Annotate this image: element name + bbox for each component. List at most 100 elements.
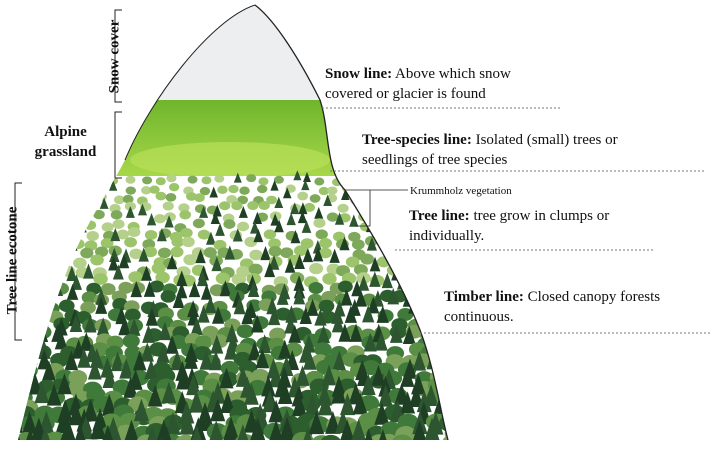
- shrub: [392, 254, 406, 266]
- shrub: [84, 439, 107, 440]
- conifer: [215, 223, 225, 236]
- shrub: [178, 203, 190, 213]
- conifer: [302, 349, 317, 370]
- conifer: [224, 245, 236, 260]
- conifer: [211, 256, 223, 272]
- shrub: [79, 214, 91, 224]
- conifer: [165, 334, 179, 354]
- conifer: [411, 373, 426, 395]
- shrub: [269, 327, 286, 342]
- conifer: [200, 283, 213, 300]
- conifer: [137, 203, 148, 216]
- shrub: [197, 229, 211, 240]
- shrub: [149, 185, 160, 194]
- conifer: [358, 275, 370, 291]
- conifer: [90, 348, 104, 368]
- conifer: [204, 296, 217, 314]
- shrub: [303, 202, 316, 212]
- conifer: [276, 288, 289, 305]
- shrub: [50, 177, 61, 186]
- conifer: [314, 308, 327, 326]
- shrub: [451, 335, 468, 349]
- conifer: [329, 248, 340, 263]
- shrub: [427, 442, 449, 453]
- conifer: [266, 297, 279, 315]
- shrub: [37, 201, 49, 211]
- shrub: [273, 175, 284, 184]
- conifer: [285, 305, 298, 323]
- term: Snow line:: [325, 66, 393, 82]
- conifer: [28, 373, 43, 395]
- conifer: [449, 391, 464, 413]
- conifer: [132, 350, 147, 371]
- conifer: [369, 271, 381, 287]
- conifer: [18, 418, 20, 440]
- shrub: [382, 174, 393, 183]
- conifer: [37, 339, 51, 359]
- shrub: [19, 355, 38, 371]
- shrub: [219, 201, 231, 211]
- conifer: [123, 419, 140, 440]
- conifer: [211, 306, 225, 324]
- conifer: [140, 342, 154, 362]
- conifer: [402, 265, 414, 281]
- shrub: [162, 201, 174, 211]
- shrub: [41, 187, 52, 196]
- conifer: [400, 391, 416, 414]
- shrub: [338, 440, 360, 453]
- conifer: [172, 291, 185, 308]
- conifer: [205, 231, 216, 245]
- shrub: [192, 218, 205, 229]
- shrub: [326, 212, 339, 222]
- conifer: [161, 381, 177, 404]
- shrub: [297, 191, 309, 201]
- shrub: [20, 284, 35, 297]
- conifer: [144, 425, 161, 440]
- shrub: [345, 256, 360, 268]
- conifer: [145, 308, 159, 326]
- conifer: [452, 386, 467, 408]
- shrub: [385, 220, 398, 230]
- conifer: [306, 298, 319, 316]
- conifer: [156, 343, 170, 363]
- shrub: [19, 342, 38, 358]
- conifer: [274, 196, 284, 209]
- shrub: [34, 209, 47, 220]
- desc: Above which snow: [395, 66, 511, 82]
- shrub: [125, 175, 136, 184]
- conifer: [209, 186, 218, 198]
- conifer: [252, 211, 263, 225]
- conifer: [18, 333, 20, 353]
- shrub: [313, 218, 326, 228]
- conifer: [109, 180, 118, 191]
- shrub: [327, 442, 349, 453]
- desc: tree grow in clumps or: [473, 208, 610, 224]
- conifer: [95, 296, 108, 314]
- conifer: [72, 424, 89, 440]
- shrub: [419, 443, 441, 453]
- shrub: [372, 187, 384, 196]
- shrub: [360, 186, 371, 195]
- conifer: [190, 317, 204, 336]
- shrub: [432, 273, 448, 286]
- shrub: [384, 239, 398, 251]
- shrub: [18, 397, 24, 414]
- desc: Closed canopy forests: [527, 289, 661, 305]
- shrub: [22, 239, 36, 250]
- shrub: [231, 201, 243, 211]
- shrub: [78, 201, 90, 211]
- krummholz-label: Krummholz vegetation: [410, 185, 512, 197]
- conifer: [179, 400, 195, 424]
- conifer: [438, 325, 448, 345]
- conifer: [66, 211, 76, 224]
- shrub: [231, 273, 247, 286]
- shrub: [33, 248, 47, 260]
- conifer: [416, 389, 432, 413]
- shrub: [369, 212, 382, 222]
- shrub: [228, 184, 239, 194]
- shrub: [34, 273, 49, 286]
- shrub: [236, 324, 254, 339]
- alpine-grassland-bracket: [114, 111, 122, 179]
